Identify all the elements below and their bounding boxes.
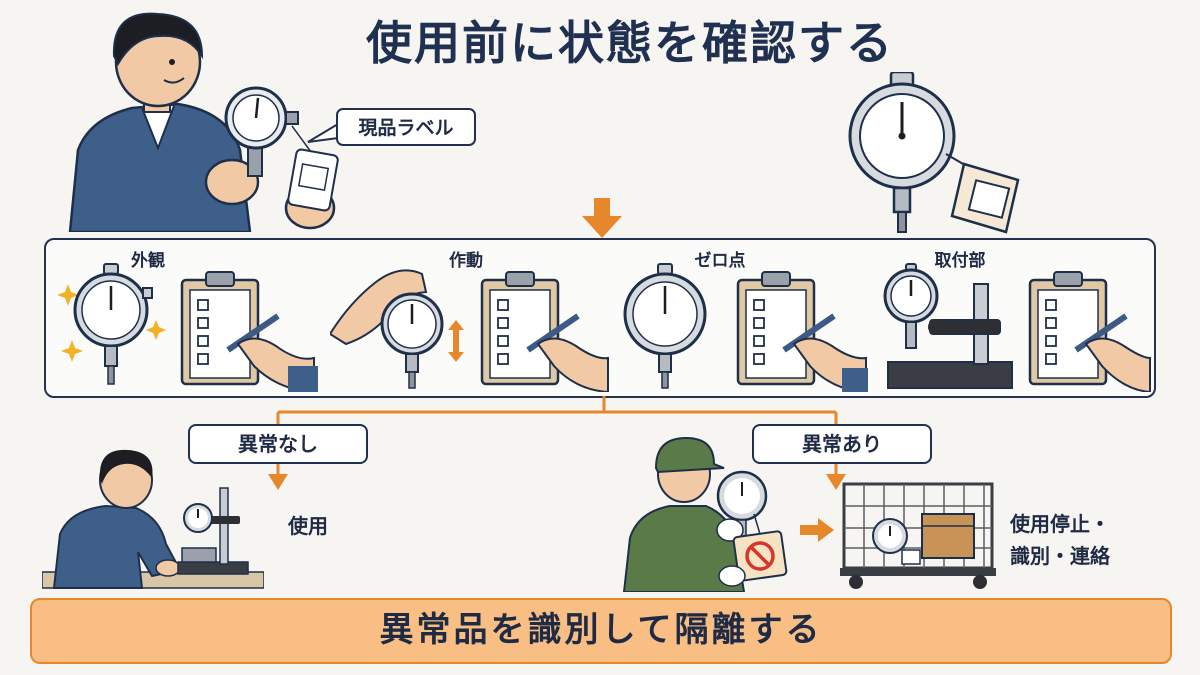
worker-tagging-defect-illustration <box>622 436 788 592</box>
worker-checking-label-illustration <box>68 12 339 232</box>
label-callout: 現品ラベル <box>336 108 476 146</box>
step-label-appearance: 外観 <box>131 251 165 271</box>
no-abnormality-tag: 異常なし <box>188 424 368 464</box>
zero-point-check-illustration <box>623 263 868 392</box>
operation-check-illustration <box>330 269 609 392</box>
conclusion-banner: 異常品を識別して隔離する <box>30 598 1172 664</box>
use-result-text: 使用 <box>288 514 328 538</box>
step-label-mounting: 取付部 <box>934 251 986 271</box>
stop-identify-contact-line2: 識別・連絡 <box>1010 544 1110 568</box>
step-label-operation: 作動 <box>449 251 483 271</box>
worker-using-gauge-illustration <box>42 449 264 589</box>
quarantine-cage-illustration <box>840 482 996 589</box>
step-label-zero-point: ゼロ点 <box>694 251 746 271</box>
flow-arrow-down <box>582 198 622 238</box>
appearance-check-illustration <box>58 263 318 392</box>
page-title: 使用前に状態を確認する <box>366 16 894 70</box>
move-to-cage-arrow <box>800 518 834 542</box>
branch-connector <box>268 396 846 490</box>
stop-identify-contact-line1: 使用停止・ <box>1010 512 1110 536</box>
mounting-check-illustration <box>883 263 1151 392</box>
gauge-with-tag-illustration <box>848 72 1020 234</box>
abnormality-found-tag: 異常あり <box>752 424 932 464</box>
callout-pointer <box>307 122 339 143</box>
